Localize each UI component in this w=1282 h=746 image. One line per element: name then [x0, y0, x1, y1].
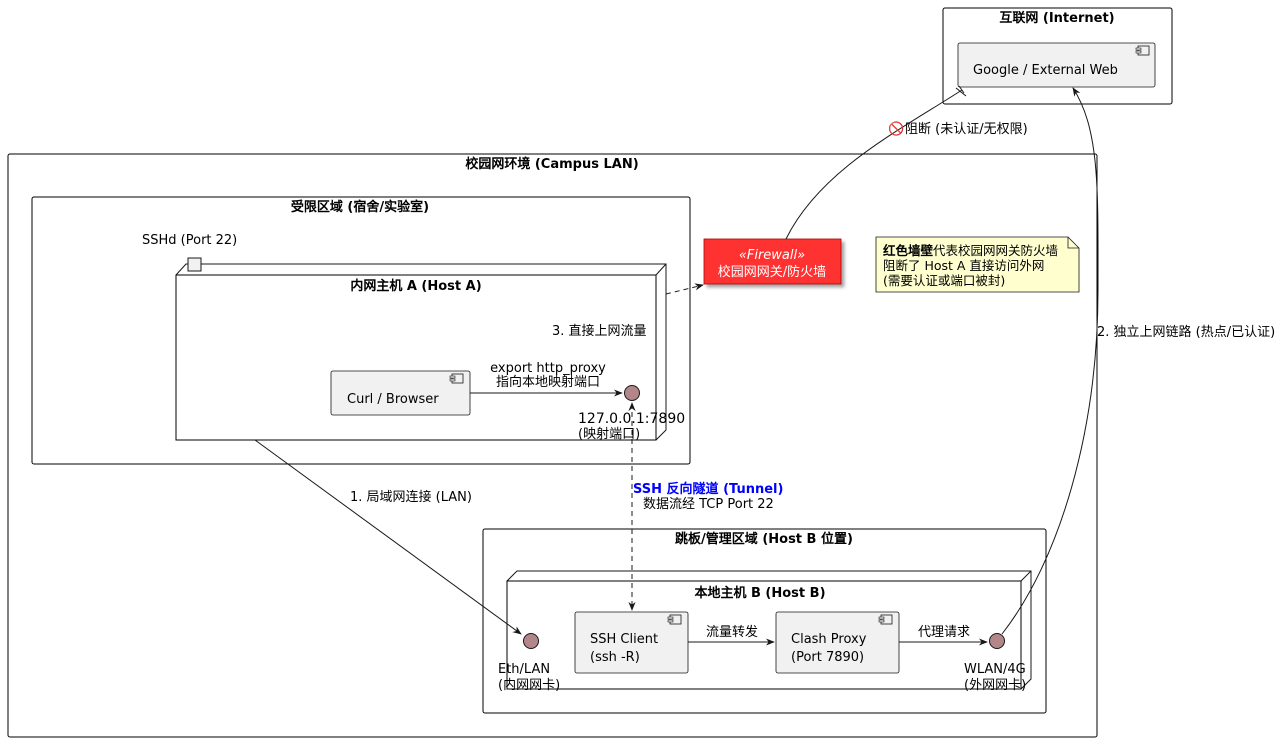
firewall-node: «Firewall» 校园网网关/防火墙 [703, 238, 842, 285]
clash-proxy-label-1: Clash Proxy [791, 632, 867, 647]
direct-traffic-label: 3. 直接上网流量 [552, 323, 647, 339]
component-icon [667, 614, 682, 625]
independent-link-label: 2. 独立上网链路 (热点/已认证) [1097, 324, 1275, 340]
curl-browser-component: Curl / Browser [330, 370, 471, 416]
ssh-client-component: SSH Client (ssh -R) [574, 611, 689, 674]
edge-direct-traffic: 3. 直接上网流量 [552, 283, 704, 339]
wlan-label-2: (外网网卡) [964, 678, 1026, 693]
note-bold: 红色墙壁 [883, 243, 934, 258]
firewall-stereotype: «Firewall» [739, 248, 805, 263]
note-line-1: 红色墙壁代表校园网网关防火墙 [883, 243, 1058, 258]
tunnel-title: SSH 反向隧道 (Tunnel) [633, 481, 783, 497]
edge-independent-link: 2. 独立上网链路 (热点/已认证) [1001, 87, 1275, 635]
sshd-port [187, 257, 202, 272]
component-icon [449, 373, 464, 384]
wlan-label-1: WLAN/4G [964, 662, 1026, 677]
clash-proxy-component: Clash Proxy (Port 7890) [775, 611, 900, 674]
proxy-request-label: 代理请求 [918, 625, 970, 640]
internet-title: 互联网 (Internet) [999, 11, 1114, 26]
sshd-port-label: SSHd (Port 22) [142, 233, 237, 248]
edge-ssh-tunnel: SSH 反向隧道 (Tunnel) 数据流经 TCP Port 22 [628, 402, 783, 611]
edge-blocked: 🚫 阻断 (未认证/无权限) [785, 85, 1028, 240]
lan-connect-label: 1. 局域网连接 (LAN) [350, 489, 472, 505]
campus-title: 校园网环境 (Campus LAN) [465, 156, 638, 172]
blocked-icon: 🚫 [888, 121, 904, 137]
firewall-note: 红色墙壁代表校园网网关防火墙 阻断了 Host A 直接访问外网 (需要认证或端… [875, 236, 1080, 293]
mapped-port-interface [624, 385, 640, 401]
ssh-client-label-1: SSH Client [590, 632, 658, 647]
host-b-node: 本地主机 B (Host B) SSH Client (ssh -R) Clas… [498, 570, 1032, 693]
edge-proxy-request: 代理请求 [899, 625, 988, 646]
firewall-name: 校园网网关/防火墙 [718, 264, 826, 280]
eth-lan-interface [523, 633, 539, 649]
edge-http-proxy: export http_proxy 指向本地映射端口 [470, 361, 623, 397]
curl-browser-label: Curl / Browser [347, 392, 439, 407]
ssh-client-label-2: (ssh -R) [590, 650, 640, 665]
wlan-interface [989, 633, 1005, 649]
clash-proxy-label-2: (Port 7890) [791, 650, 864, 665]
http-proxy-label-2: 指向本地映射端口 [496, 374, 600, 390]
http-proxy-label-1: export http_proxy [490, 361, 606, 376]
host-a-title: 内网主机 A (Host A) [350, 278, 481, 294]
forward-label: 流量转发 [706, 624, 758, 640]
note-line-3: (需要认证或端口被封) [883, 273, 1005, 288]
note-line-2: 阻断了 Host A 直接访问外网 [883, 258, 1044, 273]
external-web-component: Google / External Web [957, 42, 1156, 88]
blocked-label: 阻断 (未认证/无权限) [905, 121, 1028, 137]
component-icon [1135, 45, 1150, 56]
note-line1-rest: 代表校园网网关防火墙 [933, 243, 1058, 258]
external-web-label: Google / External Web [973, 63, 1118, 78]
host-b-title: 本地主机 B (Host B) [694, 585, 825, 601]
internet-zone: 互联网 (Internet) Google / External Web [942, 7, 1173, 105]
edge-forward: 流量转发 [688, 624, 775, 646]
mapped-port-label-2: (映射端口) [578, 426, 640, 442]
jump-title: 跳板/管理区域 (Host B 位置) [675, 531, 853, 547]
edge-lan-connect: 1. 局域网连接 (LAN) [254, 439, 522, 635]
tunnel-sub: 数据流经 TCP Port 22 [643, 497, 774, 512]
restricted-title: 受限区域 (宿舍/实验室) [291, 199, 429, 215]
component-icon [878, 614, 893, 625]
eth-lan-label-1: Eth/LAN [498, 662, 550, 677]
host-a-node: 内网主机 A (Host A) SSHd (Port 22) Curl / Br… [142, 233, 685, 442]
eth-lan-label-2: (内网网卡) [498, 677, 560, 693]
